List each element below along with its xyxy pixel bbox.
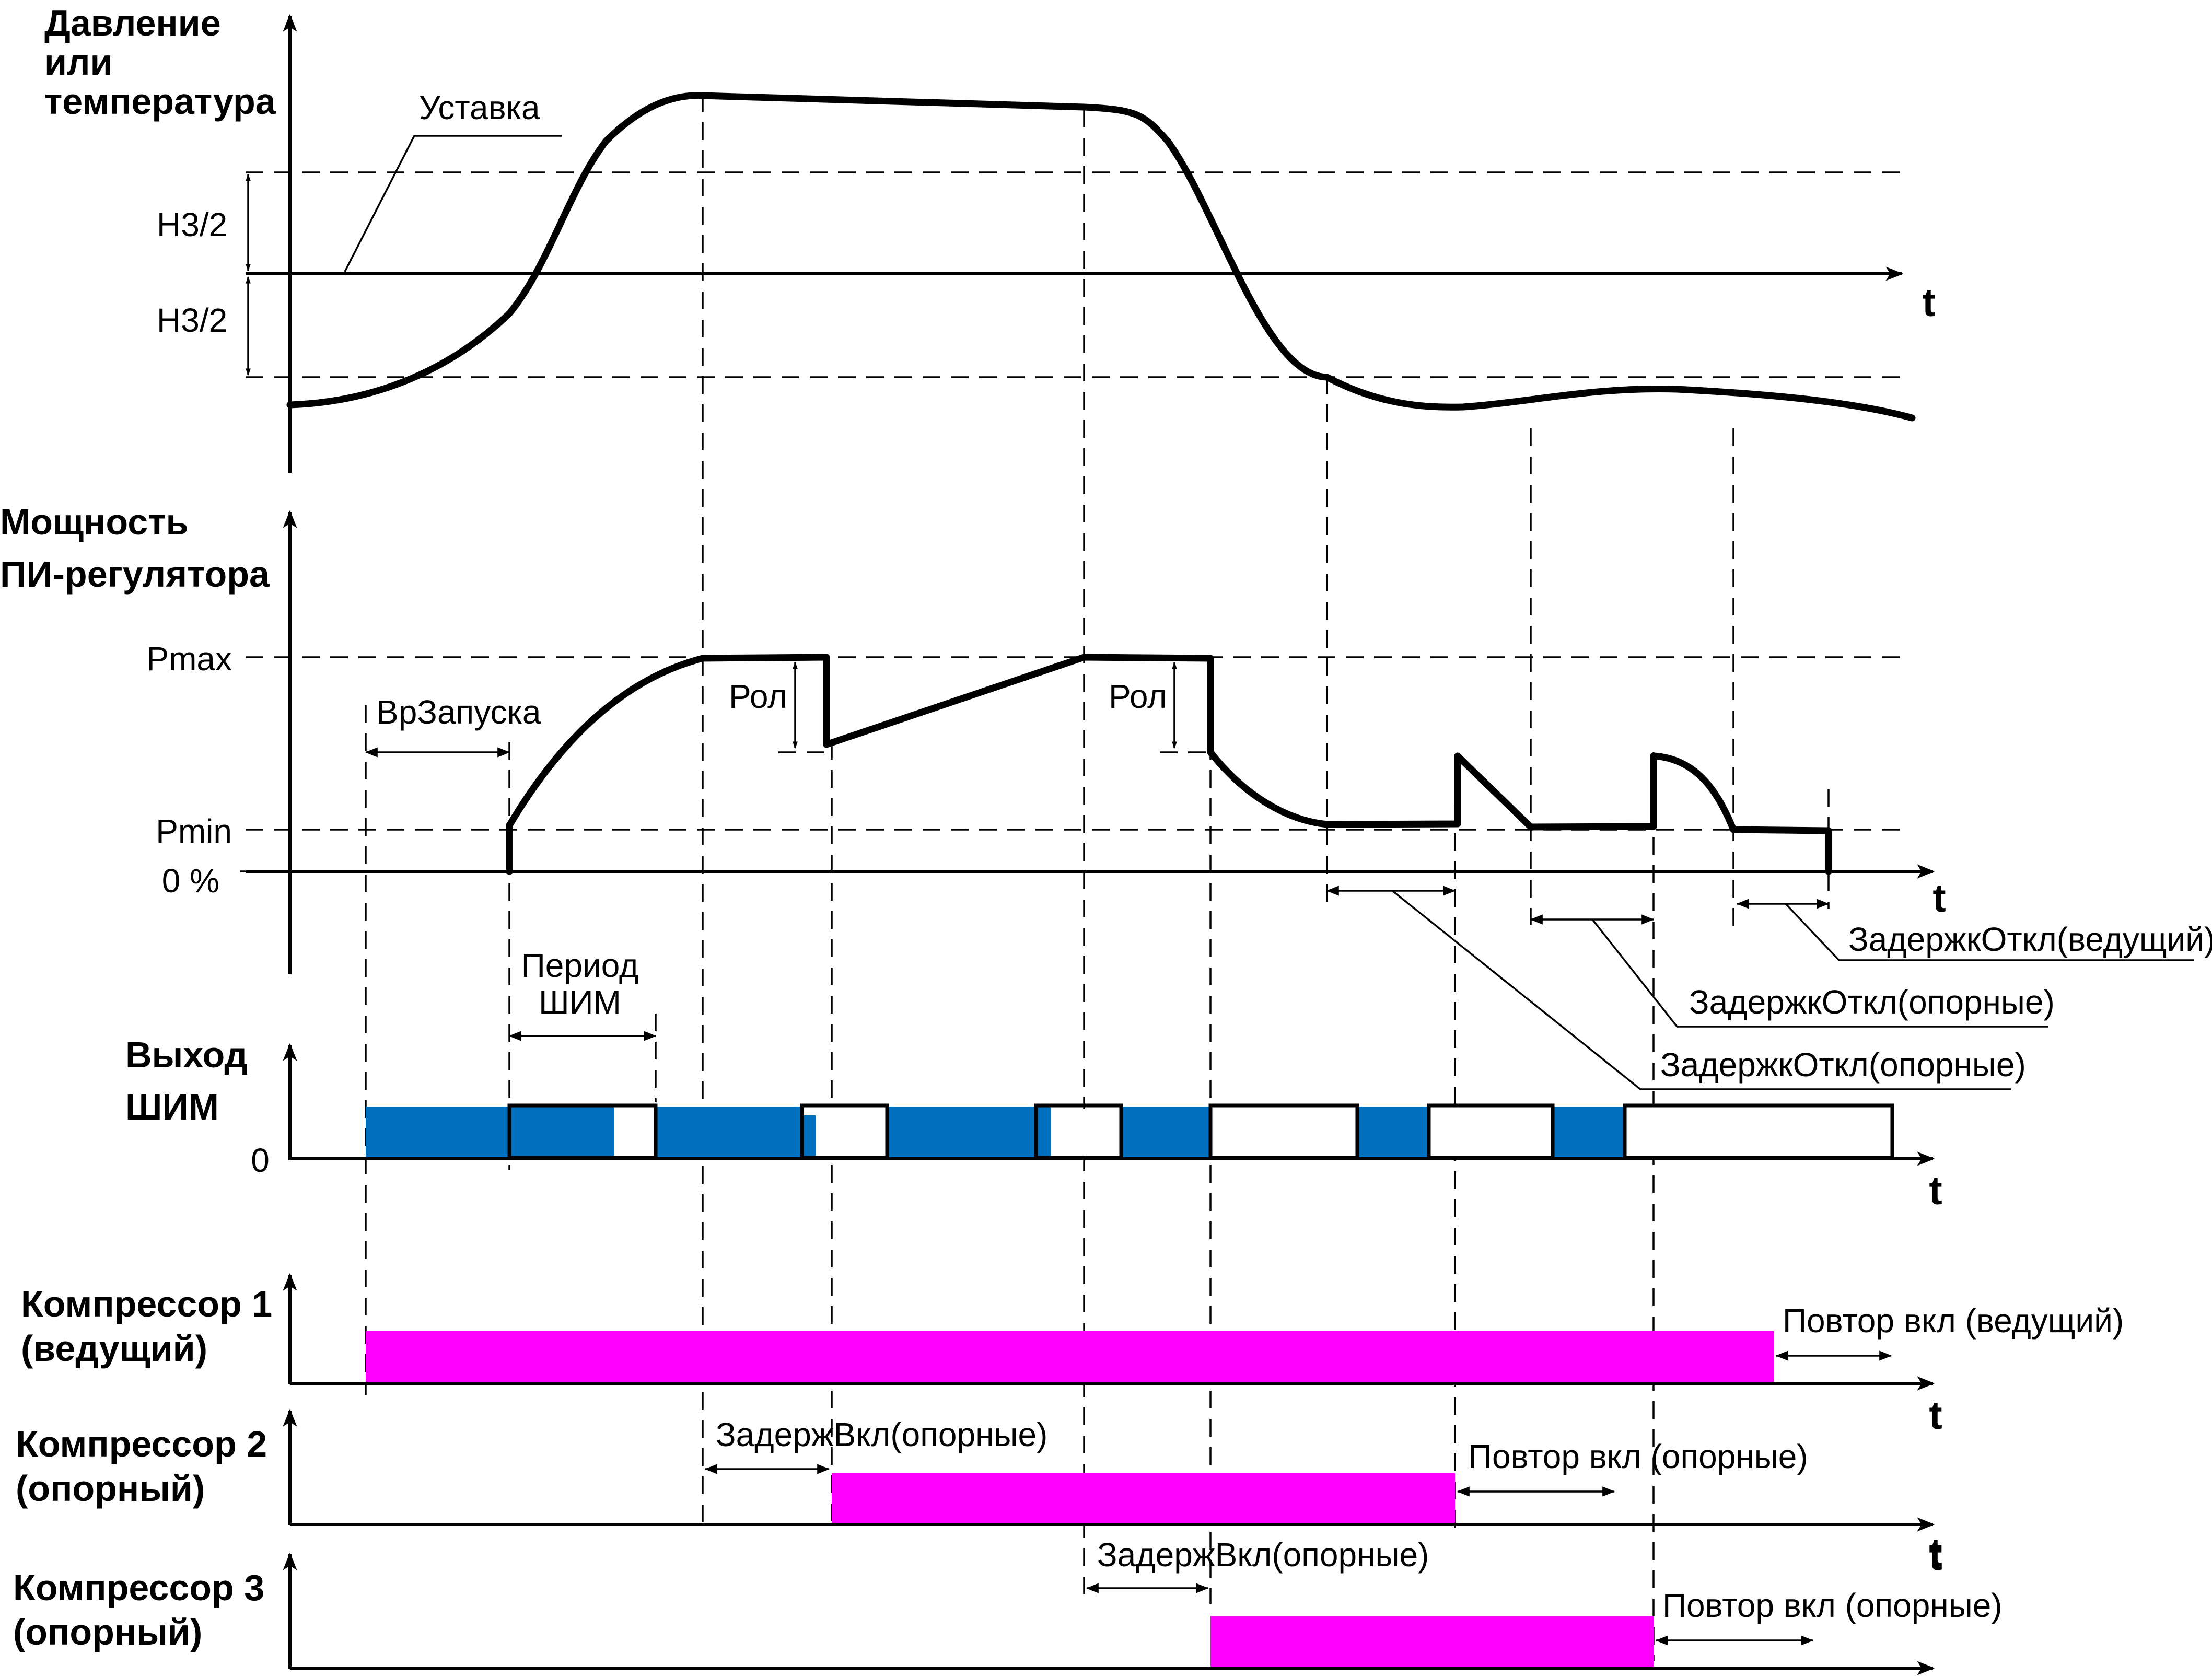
h3-lower-label: Н3/2 xyxy=(157,301,227,339)
comp2-title-2: (опорный) xyxy=(16,1468,205,1509)
pwm-period-label-1: Период xyxy=(521,947,638,984)
pressure-chart: t Уставка Н3/2 Н3/2 Давление или темпера… xyxy=(44,3,1936,473)
off-delay-lead-label: ЗадержкОткл(ведущий) xyxy=(1848,921,2212,958)
pwm-on-segment xyxy=(887,1107,1036,1159)
pwm-period-box xyxy=(1208,1103,1359,1160)
pwm-on-segment xyxy=(509,1107,614,1159)
pressure-t-label: t xyxy=(1922,281,1935,325)
pwm-on-segment xyxy=(1357,1107,1429,1159)
pwm-on-segment xyxy=(1553,1107,1625,1159)
compressor-2-on-bar xyxy=(832,1473,1455,1525)
pwm-period-box xyxy=(1427,1103,1555,1160)
comp2-t-label: t xyxy=(1929,1534,1942,1579)
pressure-title-2: или xyxy=(44,42,113,83)
comp1-title-2: (ведущий) xyxy=(21,1328,207,1369)
pwm-on-segment xyxy=(802,1115,816,1159)
pmax-label: Pmax xyxy=(146,640,232,678)
off-delay-ref-1-leader xyxy=(1591,918,2048,1028)
pwm-zero-label: 0 xyxy=(251,1142,270,1179)
pwm-on-segment xyxy=(1121,1107,1210,1159)
pwm-period-box xyxy=(1623,1103,1894,1160)
power-chart: t Pmax Pmin 0 % ВрЗапуска Рол Рол Задерж… xyxy=(0,502,2212,1090)
pwm-off-segment xyxy=(1052,1109,1119,1156)
pwm-off-segment xyxy=(615,1109,654,1156)
pwm-on-segment xyxy=(656,1107,802,1159)
off-delay-lead-leader xyxy=(1785,903,2194,961)
on-delay-ref-2-label: ЗадержВкл(опорные) xyxy=(1097,1536,1429,1574)
on-delay-ref-1-label: ЗадержВкл(опорные) xyxy=(716,1416,1047,1453)
pwm-t-label: t xyxy=(1929,1169,1942,1213)
power-title-2: ПИ-регулятора xyxy=(0,554,270,595)
repeat-on-ref-2-label: Повтор вкл (опорные) xyxy=(1662,1587,2003,1624)
power-t-label: t xyxy=(1932,876,1946,921)
pwm-title-2: ШИМ xyxy=(125,1087,219,1127)
pressure-curve xyxy=(286,92,1916,422)
repeat-on-lead-label: Повтор вкл (ведущий) xyxy=(1783,1302,2124,1340)
comp3-title-2: (опорный) xyxy=(13,1612,202,1652)
compressor-2-chart: t ЗадержВкл(опорные) Повтор вкл (опорные… xyxy=(16,1408,1942,1579)
zero-pct-label: 0 % xyxy=(162,862,219,900)
power-title-1: Мощность xyxy=(0,502,189,542)
rop-2-label: Рол xyxy=(1109,678,1167,715)
compressor-3-chart: ЗадержВкл(опорные) Повтор вкл (опорные) … xyxy=(13,1536,2003,1675)
h3-upper-label: Н3/2 xyxy=(157,206,227,243)
comp3-t-axis-label: t xyxy=(1929,1531,1942,1575)
compressor-1-chart: t Повтор вкл (ведущий) Компрессор 1 (вед… xyxy=(21,1273,2124,1438)
off-delay-ref-2-leader xyxy=(1391,890,2011,1090)
off-delay-ref-2-label: ЗадержкОткл(опорные) xyxy=(1660,1046,2026,1084)
pwm-title-1: Выход xyxy=(125,1034,248,1075)
setpoint-label: Уставка xyxy=(419,89,540,126)
startup-time-label: ВрЗапуска xyxy=(376,693,541,731)
pwm-on-segment xyxy=(366,1107,509,1159)
compressor-1-on-bar xyxy=(366,1331,1774,1383)
pressure-title-1: Давление xyxy=(44,3,221,43)
pmin-label: Pmin xyxy=(156,812,232,850)
pwm-off-segment xyxy=(818,1109,885,1156)
guide-lines xyxy=(365,94,1830,1661)
setpoint-leader xyxy=(344,135,562,272)
repeat-on-ref-1-label: Повтор вкл (опорные) xyxy=(1468,1438,1808,1475)
pressure-title-3: температура xyxy=(44,81,276,122)
comp1-t-label: t xyxy=(1929,1393,1942,1438)
comp2-title-1: Компрессор 2 xyxy=(16,1424,267,1464)
pwm-on-segment xyxy=(1036,1107,1051,1159)
off-delay-ref-1-label: ЗадержкОткл(опорные) xyxy=(1689,983,2055,1021)
rop-1-label: Рол xyxy=(729,678,787,715)
compressor-3-on-bar xyxy=(1210,1616,1654,1668)
pwm-period-label-2: ШИМ xyxy=(539,983,621,1021)
comp1-title-1: Компрессор 1 xyxy=(21,1284,272,1324)
power-curve xyxy=(506,654,1832,875)
comp3-title-1: Компрессор 3 xyxy=(13,1567,264,1608)
pwm-chart: t 0 Период ШИМ Выход ШИМ xyxy=(125,947,1942,1213)
